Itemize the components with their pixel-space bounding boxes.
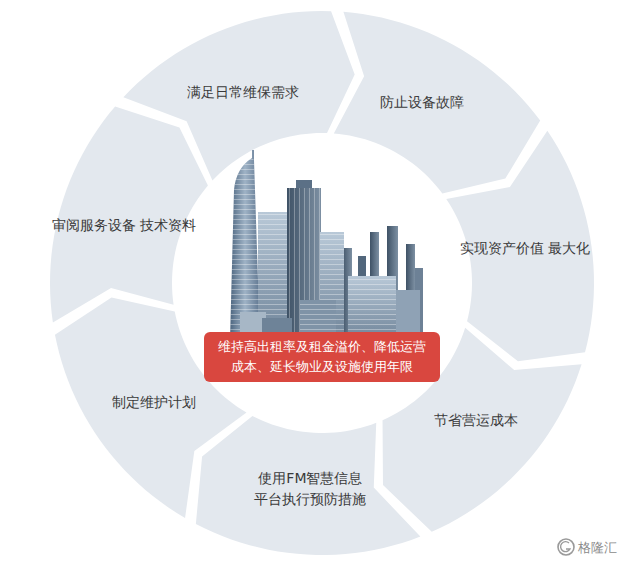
step-text: 实现资产价值 最大化 [450, 238, 600, 259]
step-text: 满足日常维保需求 [168, 82, 318, 103]
cycle-segment [55, 298, 247, 519]
step-text: 防止设备故障 [347, 92, 497, 113]
banner-text: 维持高出租率及租金溢价、降低运营 成本、延长物业及设施使用年限 [212, 337, 432, 377]
cycle-step: 使用FM智慧信息 平台执行预防措施 [235, 468, 385, 510]
cycle-step: 审阅服务设备 技术资料 [49, 215, 199, 236]
watermark-logo [558, 539, 574, 555]
step-text: 使用FM智慧信息 平台执行预防措施 [235, 468, 385, 510]
cycle-step: 实现资产价值 最大化 [450, 238, 600, 259]
skyline [230, 150, 423, 340]
step-text: 节省营运成本 [401, 410, 551, 431]
step-text: 审阅服务设备 技术资料 [49, 215, 199, 236]
cycle-step: 防止设备故障 [347, 92, 497, 113]
cycle-step: 制定维护计划 [79, 392, 229, 413]
cycle-segment [196, 416, 420, 555]
cycle-segment [50, 106, 208, 322]
cycle-step: 节省营运成本 [401, 410, 551, 431]
watermark: 格隆汇 [578, 539, 617, 557]
step-text: 制定维护计划 [79, 392, 229, 413]
cycle-segment [334, 12, 540, 194]
cycle-step: 满足日常维保需求 [168, 82, 318, 103]
goal-banner: 维持高出租率及租金溢价、降低运营 成本、延长物业及设施使用年限 [204, 332, 440, 382]
